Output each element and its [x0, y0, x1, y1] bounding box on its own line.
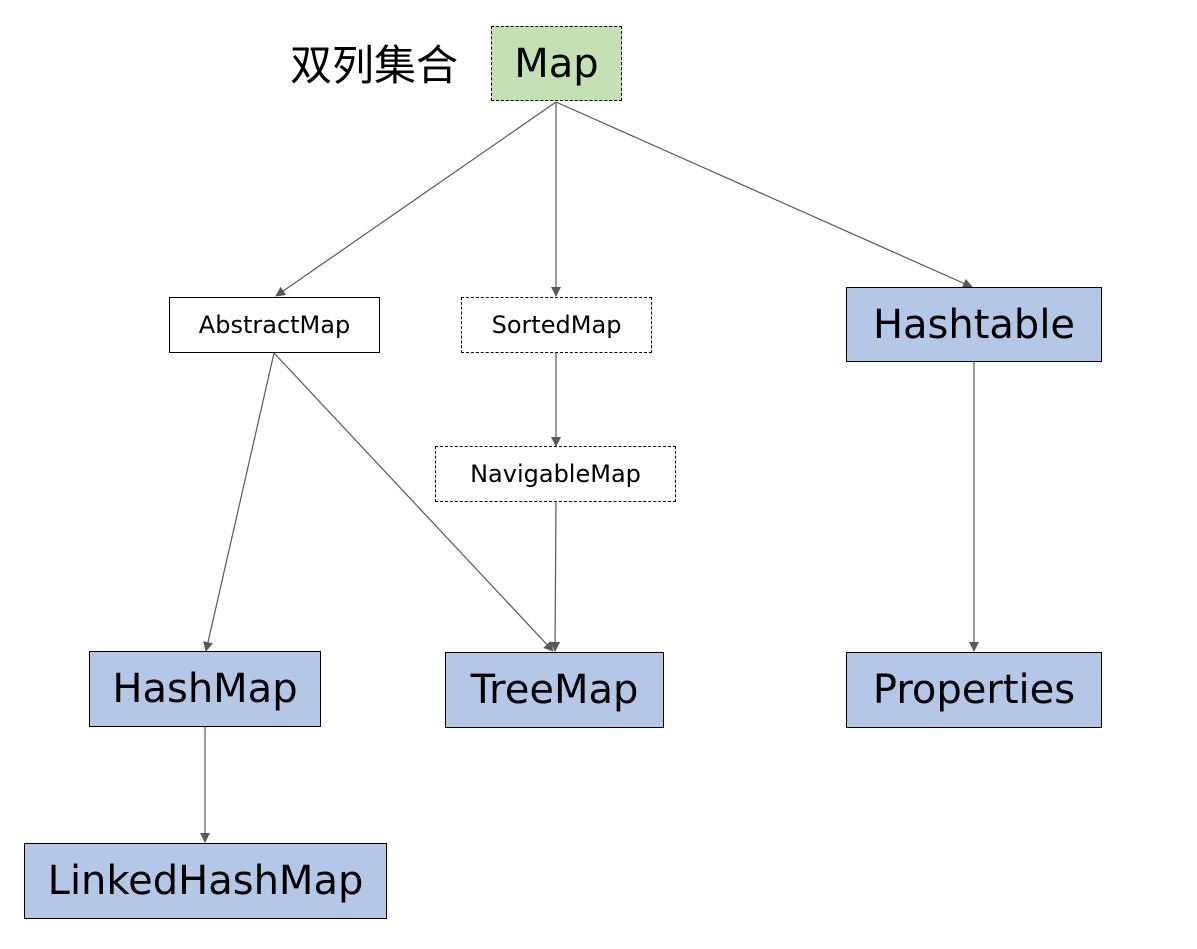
node-abstractmap-label: AbstractMap	[198, 311, 351, 339]
node-sortedmap-label: SortedMap	[491, 311, 622, 339]
diagram-title: 双列集合	[290, 41, 459, 90]
node-hashmap[interactable]: HashMap	[89, 651, 321, 727]
node-hashtable-label: Hashtable	[872, 301, 1076, 348]
node-navigablemap[interactable]: NavigableMap	[435, 446, 676, 502]
node-hashmap-label: HashMap	[112, 666, 298, 712]
edge-abstractmap-to-treemap	[273, 352, 554, 652]
node-linkedhashmap-label: LinkedHashMap	[47, 858, 364, 904]
node-treemap-label: TreeMap	[470, 667, 639, 713]
node-linkedhashmap[interactable]: LinkedHashMap	[24, 843, 387, 919]
node-map-label: Map	[514, 40, 599, 87]
node-properties-label: Properties	[872, 667, 1076, 713]
node-treemap[interactable]: TreeMap	[445, 652, 664, 728]
node-hashtable[interactable]: Hashtable	[846, 287, 1102, 362]
edge-abstractmap-to-hashmap	[203, 352, 275, 652]
node-map[interactable]: Map	[491, 26, 622, 101]
node-properties[interactable]: Properties	[846, 652, 1102, 728]
node-abstractmap[interactable]: AbstractMap	[169, 297, 380, 353]
edge-map-to-hashtable	[555, 101, 973, 288]
node-navigablemap-label: NavigableMap	[470, 460, 641, 488]
node-sortedmap[interactable]: SortedMap	[461, 297, 652, 353]
edge-navigablemap-to-treemap	[550, 501, 561, 652]
edge-map-to-abstractmap	[275, 101, 557, 297]
